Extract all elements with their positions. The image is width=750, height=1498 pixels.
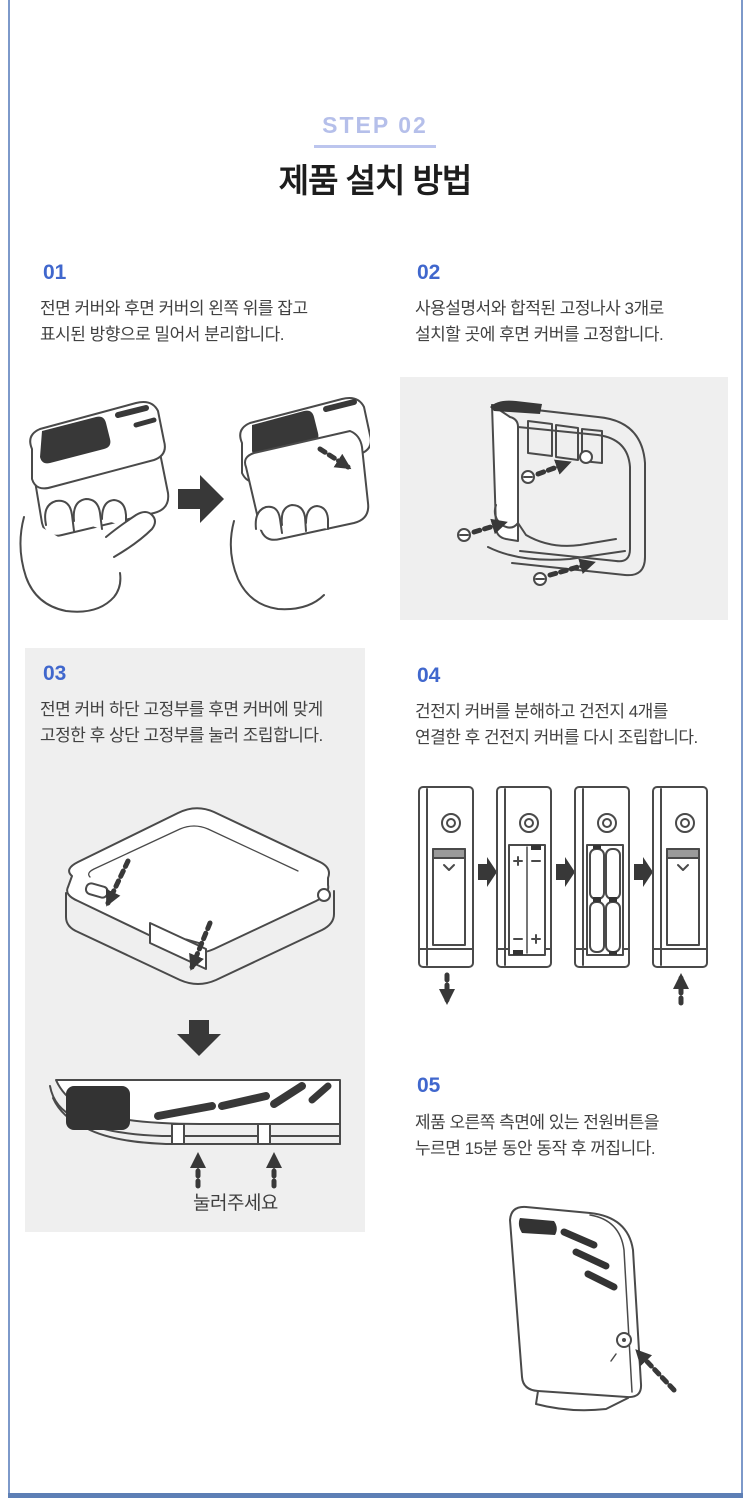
step3-number: 03	[43, 662, 67, 685]
power-button-drawing	[509, 1205, 677, 1412]
step4-text-line2: 연결한 후 건전지 커버를 다시 조립합니다.	[415, 728, 698, 747]
step5-illustration	[448, 1192, 710, 1422]
step-header-row: STEP 02	[0, 112, 750, 148]
right-arrow-icon	[634, 857, 653, 887]
battery-install-sequence-drawing	[418, 786, 708, 1006]
hands-sliding-covers-drawing	[19, 397, 370, 613]
page-border-left	[8, 0, 10, 1498]
press-points-detail-drawing	[49, 1079, 341, 1189]
rear-cover-screws-drawing	[457, 400, 646, 586]
step1-text: 전면 커버와 후면 커버의 왼쪽 위를 잡고 표시된 방향으로 밀어서 분리합니…	[40, 296, 308, 348]
flat-device-drawing	[65, 807, 335, 985]
step2-illustration	[400, 377, 728, 620]
step2-text: 사용설명서와 합적된 고정나사 3개로 설치할 곳에 후면 커버를 고정합니다.	[415, 296, 664, 348]
step1-text-line2: 표시된 방향으로 밀어서 분리합니다.	[40, 325, 284, 344]
right-arrow-icon	[556, 857, 575, 887]
step1-number: 01	[43, 261, 67, 284]
right-arrow-icon	[178, 475, 224, 523]
step3-text-line1: 전면 커버 하단 고정부를 후면 커버에 맞게	[40, 700, 323, 719]
page-border-bottom	[8, 1493, 743, 1498]
step2-text-line2: 설치할 곳에 후면 커버를 고정합니다.	[415, 325, 664, 344]
right-arrow-icon	[478, 857, 497, 887]
step3-panel: 03 전면 커버 하단 고정부를 후면 커버에 맞게 고정한 후 상단 고정부를…	[25, 648, 365, 1232]
step1-text-line1: 전면 커버와 후면 커버의 왼쪽 위를 잡고	[40, 299, 308, 318]
step3-device-illustration	[30, 773, 360, 1011]
down-arrow-icon	[177, 1020, 221, 1056]
step2-text-line1: 사용설명서와 합적된 고정나사 3개로	[415, 299, 664, 318]
step3-text-line2: 고정한 후 상단 고정부를 눌러 조립합니다.	[40, 726, 323, 745]
step5-text: 제품 오른쪽 측면에 있는 전원버튼을 누르면 15분 동안 동작 후 꺼집니다…	[415, 1110, 660, 1162]
step5-number: 05	[417, 1074, 441, 1097]
step5-text-line1: 제품 오른쪽 측면에 있는 전원버튼을	[415, 1113, 660, 1132]
page-title: 제품 설치 방법	[278, 162, 473, 199]
step5-text-line2: 누르면 15분 동안 동작 후 꺼집니다.	[415, 1139, 656, 1158]
press-here-label: 눌러주세요	[193, 1193, 278, 1214]
step3-detail-illustration	[40, 1072, 350, 1190]
step2-number: 02	[417, 261, 441, 284]
step4-illustration	[415, 783, 720, 1013]
step1-illustration	[10, 385, 370, 615]
step4-text: 건전지 커버를 분해하고 건전지 4개를 연결한 후 건전지 커버를 다시 조립…	[415, 699, 698, 751]
step4-number: 04	[417, 664, 441, 687]
step-label: STEP 02	[314, 112, 436, 148]
step3-text: 전면 커버 하단 고정부를 후면 커버에 맞게 고정한 후 상단 고정부를 눌러…	[40, 697, 323, 749]
page-border-right	[741, 0, 743, 1498]
step4-text-line1: 건전지 커버를 분해하고 건전지 4개를	[415, 702, 668, 721]
